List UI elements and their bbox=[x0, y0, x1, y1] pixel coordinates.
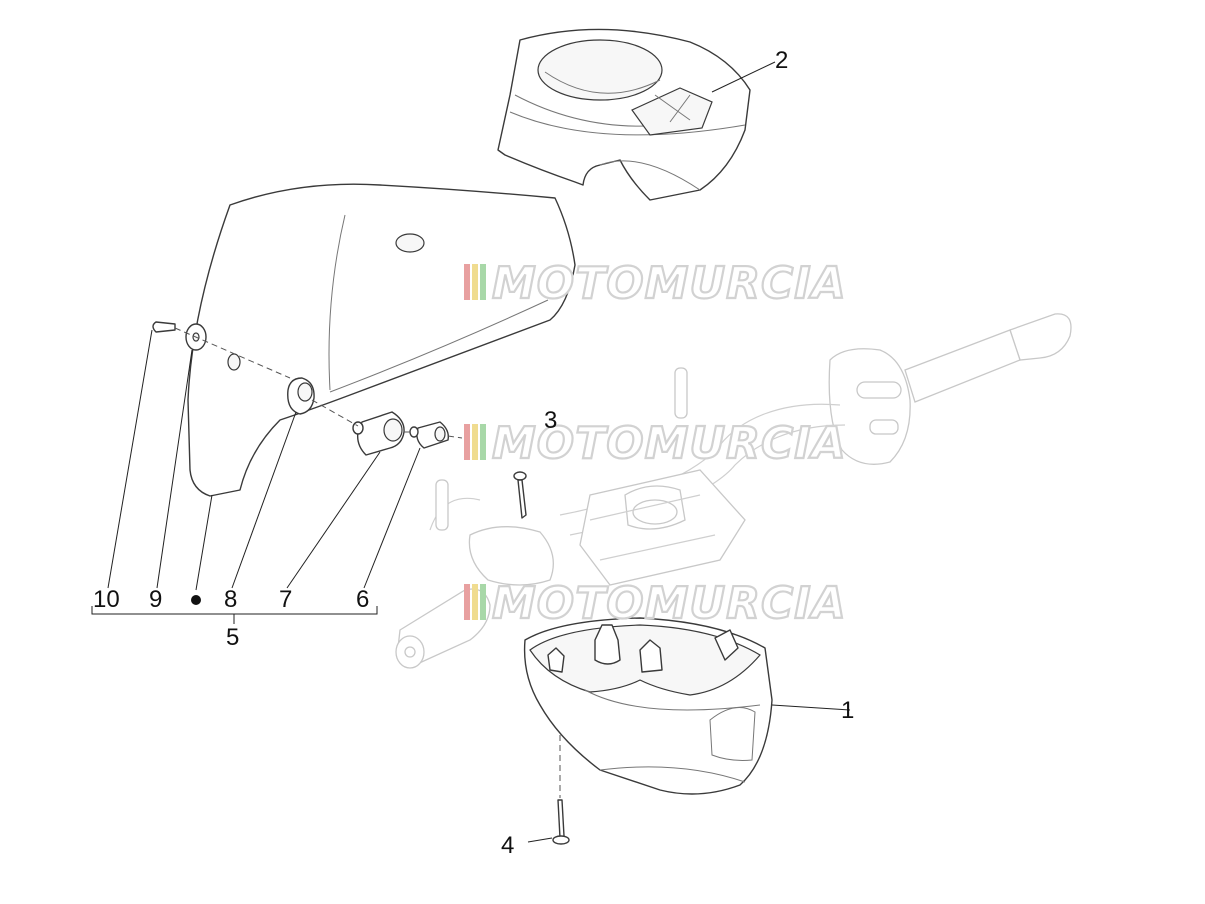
upper-handlebar-cover bbox=[497, 28, 751, 201]
mounting-hardware bbox=[152, 321, 450, 456]
handlebar-ghost bbox=[395, 313, 1072, 669]
watermark-top: MOTOMURCIA bbox=[464, 257, 847, 310]
leader-lines bbox=[107, 61, 851, 843]
callout-2: 2 bbox=[775, 47, 788, 74]
callout-4: 4 bbox=[501, 832, 514, 859]
windscreen-marker-dot bbox=[191, 595, 201, 605]
watermark-text: MOTOMURCIA bbox=[492, 418, 847, 469]
watermark-middle: MOTOMURCIA bbox=[464, 417, 847, 470]
watermark-text: MOTOMURCIA bbox=[492, 578, 847, 629]
windscreen bbox=[187, 183, 576, 497]
callout-8: 8 bbox=[224, 586, 237, 613]
watermark-text: MOTOMURCIA bbox=[492, 258, 847, 309]
callout-10: 10 bbox=[93, 586, 120, 613]
group-bracket-5 bbox=[91, 606, 378, 624]
screw-4 bbox=[552, 799, 570, 845]
screw-3 bbox=[513, 471, 527, 519]
callout-3: 3 bbox=[544, 407, 557, 434]
lower-handlebar-cover bbox=[523, 617, 773, 795]
callout-5: 5 bbox=[226, 624, 239, 651]
assembly-axis bbox=[174, 327, 463, 439]
callout-9: 9 bbox=[149, 586, 162, 613]
callout-6: 6 bbox=[356, 586, 369, 613]
callout-1: 1 bbox=[841, 697, 854, 724]
callout-7: 7 bbox=[279, 586, 292, 613]
screw-10 bbox=[152, 321, 176, 333]
watermark-bottom: MOTOMURCIA bbox=[464, 577, 847, 630]
